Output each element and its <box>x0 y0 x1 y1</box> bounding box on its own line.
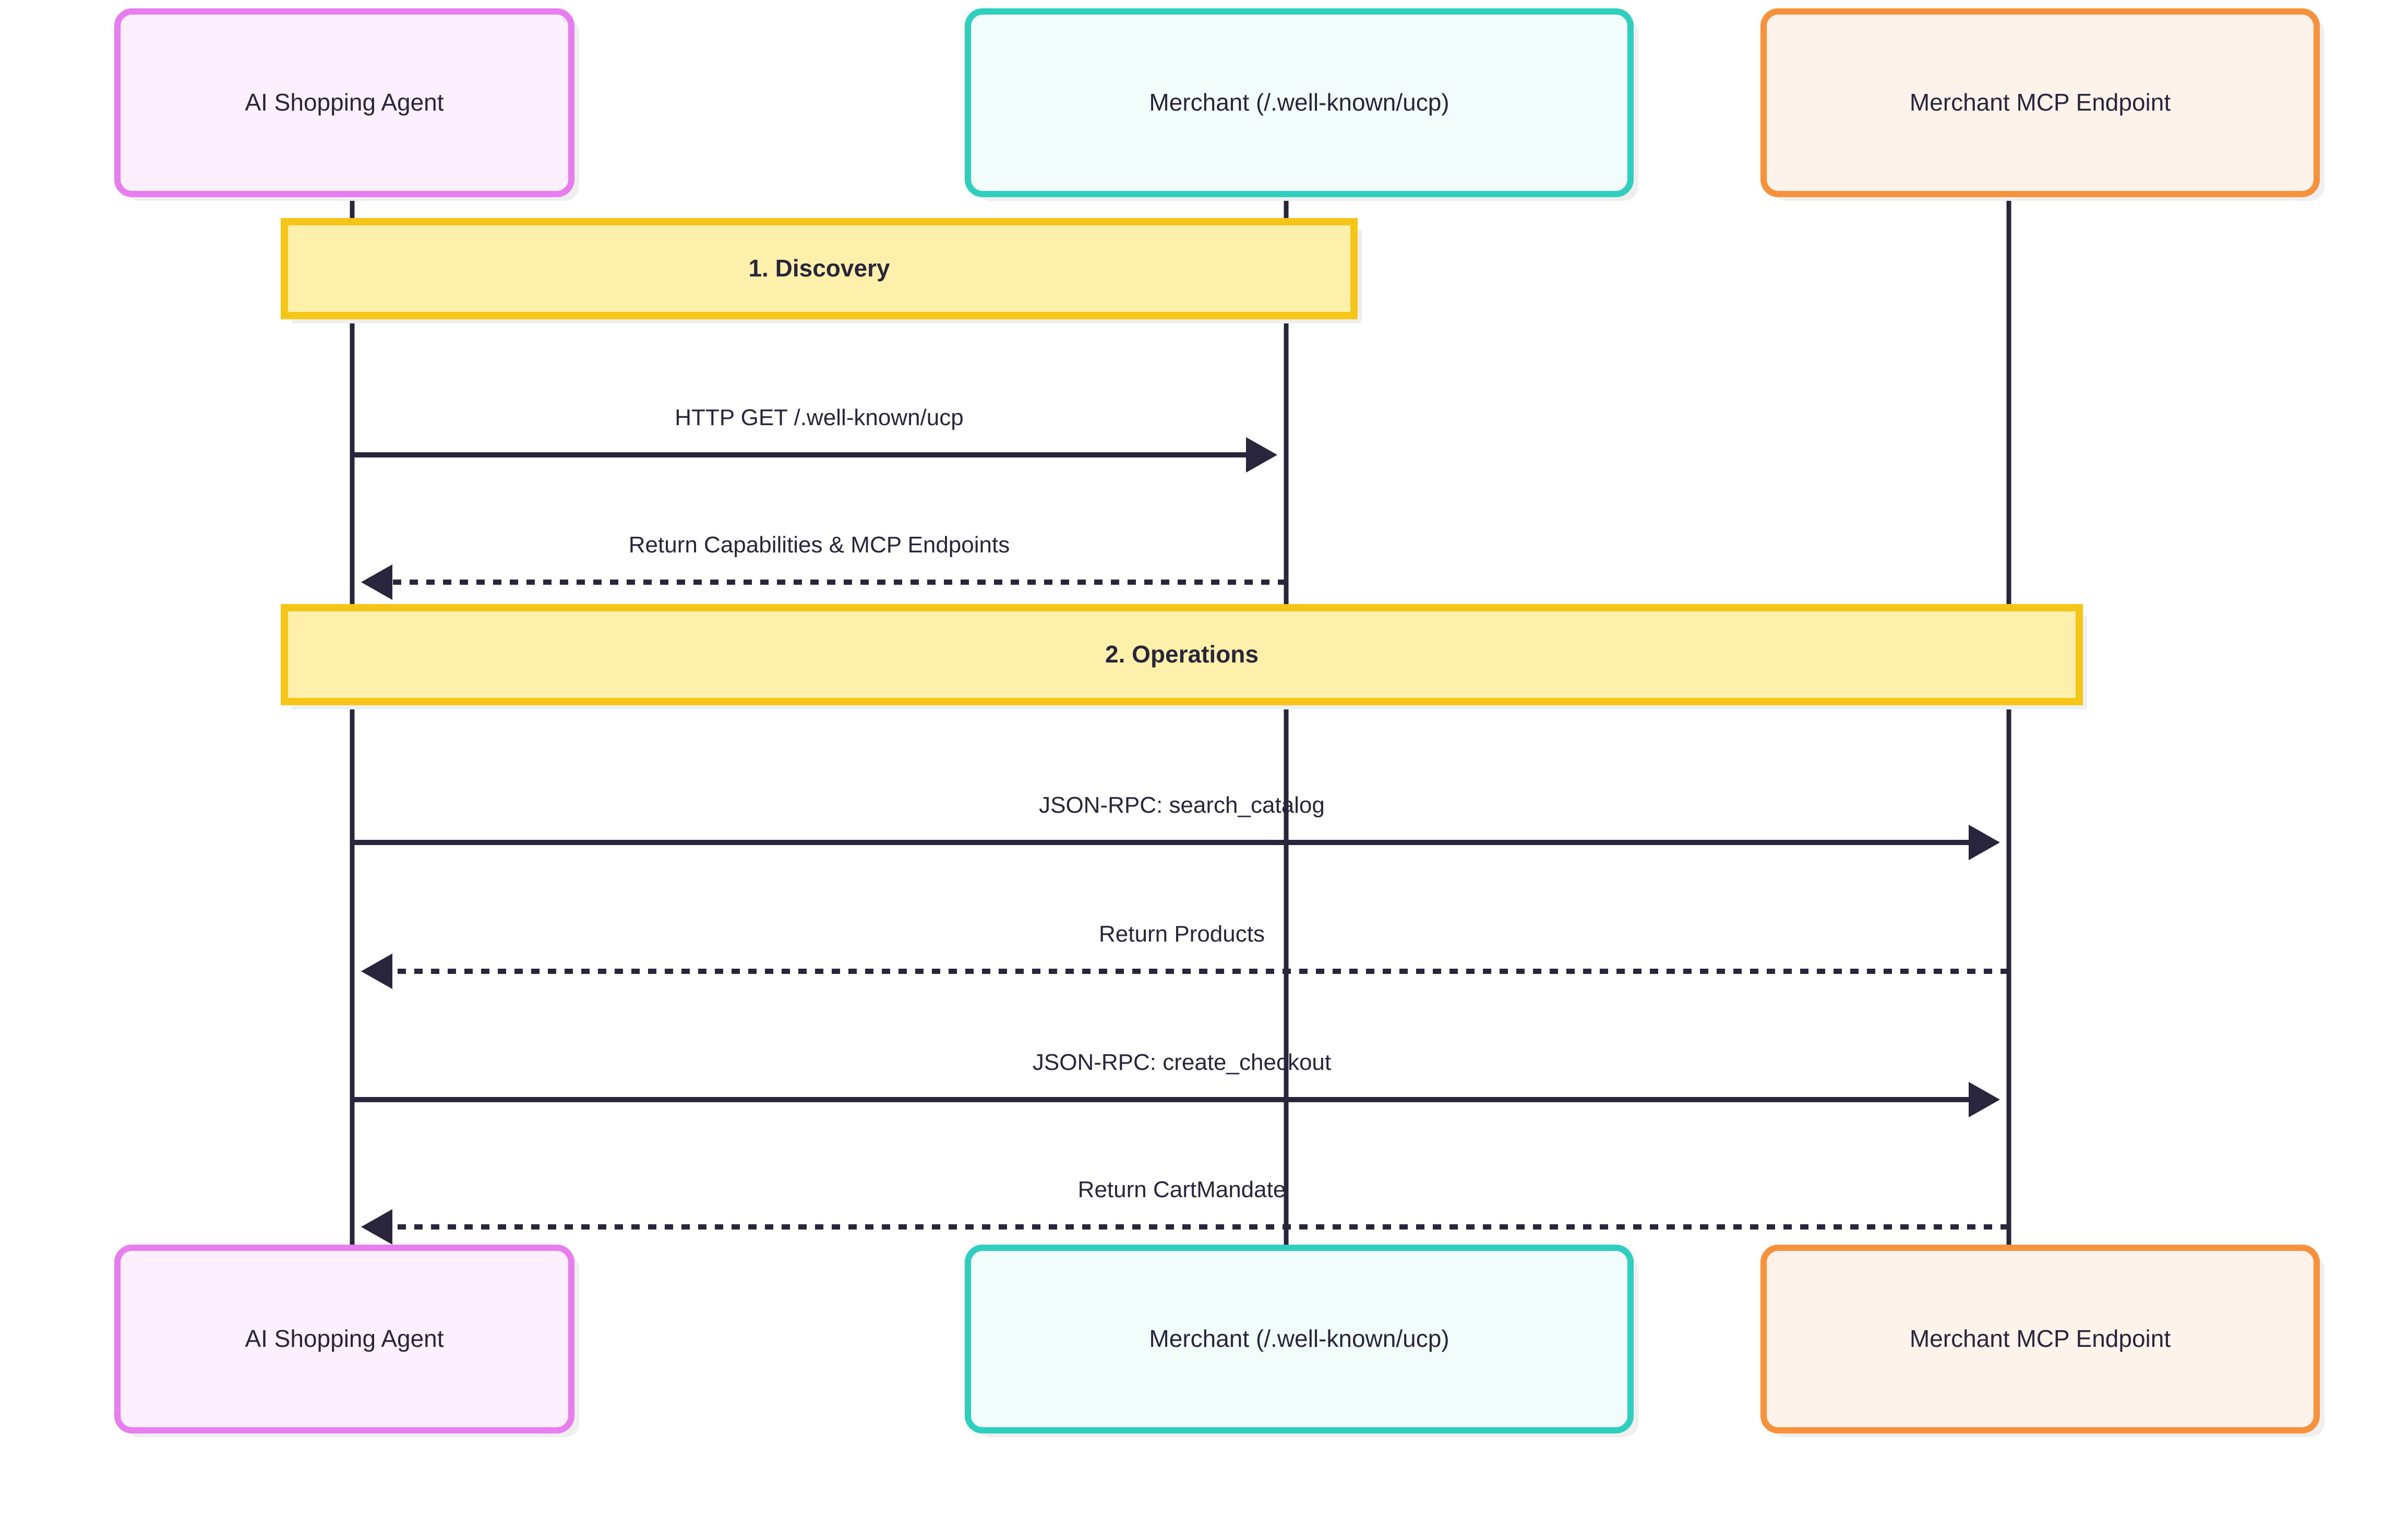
participant-label-merchant: Merchant (/.well-known/ucp) <box>1149 89 1449 116</box>
message-http-get: HTTP GET /.well-known/ucp <box>352 405 1277 473</box>
banner-body <box>281 604 2083 705</box>
participant-label-mcp: Merchant MCP Endpoint <box>1910 89 2171 116</box>
participant-box-top-agent[interactable]: AI Shopping Agent <box>114 8 579 201</box>
section-label-operations: 2. Operations <box>1105 641 1259 668</box>
section-banner-discovery[interactable]: 1. Discovery <box>281 218 1362 323</box>
participant-label-mcp-bottom: Merchant MCP Endpoint <box>1910 1325 2171 1352</box>
message-return-cartmandate: Return CartMandate <box>361 1177 2009 1245</box>
arrow-head-right <box>1969 1082 2000 1117</box>
box-body <box>1760 1245 2320 1433</box>
participant-label-agent: AI Shopping Agent <box>245 89 444 116</box>
section-label-discovery: 1. Discovery <box>748 255 890 282</box>
participant-box-bottom-agent[interactable]: AI Shopping Agent <box>114 1245 579 1437</box>
arrow-head-left <box>361 1209 392 1245</box>
arrow-head-left <box>361 564 392 600</box>
message-return-capabilities: Return Capabilities & MCP Endpoints <box>361 532 1286 600</box>
participant-label-agent-bottom: AI Shopping Agent <box>245 1325 444 1352</box>
participant-box-top-merchant[interactable]: Merchant (/.well-known/ucp) <box>965 8 1638 201</box>
message-create-checkout: JSON-RPC: create_checkout <box>352 1050 2000 1117</box>
box-body <box>965 1245 1634 1433</box>
arrow-head-left <box>361 954 392 989</box>
participant-box-bottom-mcp[interactable]: Merchant MCP Endpoint <box>1760 1245 2325 1437</box>
participant-box-bottom-merchant[interactable]: Merchant (/.well-known/ucp) <box>965 1245 1638 1437</box>
banner-body <box>281 218 1358 319</box>
box-body <box>1760 8 2320 197</box>
lifelines <box>350 194 2011 1252</box>
message-label-search-catalog: JSON-RPC: search_catalog <box>1039 792 1325 818</box>
message-label-return-capabilities: Return Capabilities & MCP Endpoints <box>629 532 1010 558</box>
section-banner-operations[interactable]: 2. Operations <box>281 604 2087 709</box>
message-label-return-cartmandate: Return CartMandate <box>1078 1177 1286 1202</box>
message-return-products: Return Products <box>361 921 2009 989</box>
message-label-return-products: Return Products <box>1099 921 1265 947</box>
arrow-head-right <box>1246 437 1277 473</box>
box-body <box>965 8 1634 197</box>
message-label-create-checkout: JSON-RPC: create_checkout <box>1033 1050 1331 1075</box>
box-body <box>114 8 574 197</box>
participant-box-top-mcp[interactable]: Merchant MCP Endpoint <box>1760 8 2325 201</box>
message-label-http-get: HTTP GET /.well-known/ucp <box>675 405 963 430</box>
arrow-head-right <box>1969 825 2000 860</box>
box-body <box>114 1245 574 1433</box>
participant-label-merchant-bottom: Merchant (/.well-known/ucp) <box>1149 1325 1449 1352</box>
message-search-catalog: JSON-RPC: search_catalog <box>352 792 2000 860</box>
